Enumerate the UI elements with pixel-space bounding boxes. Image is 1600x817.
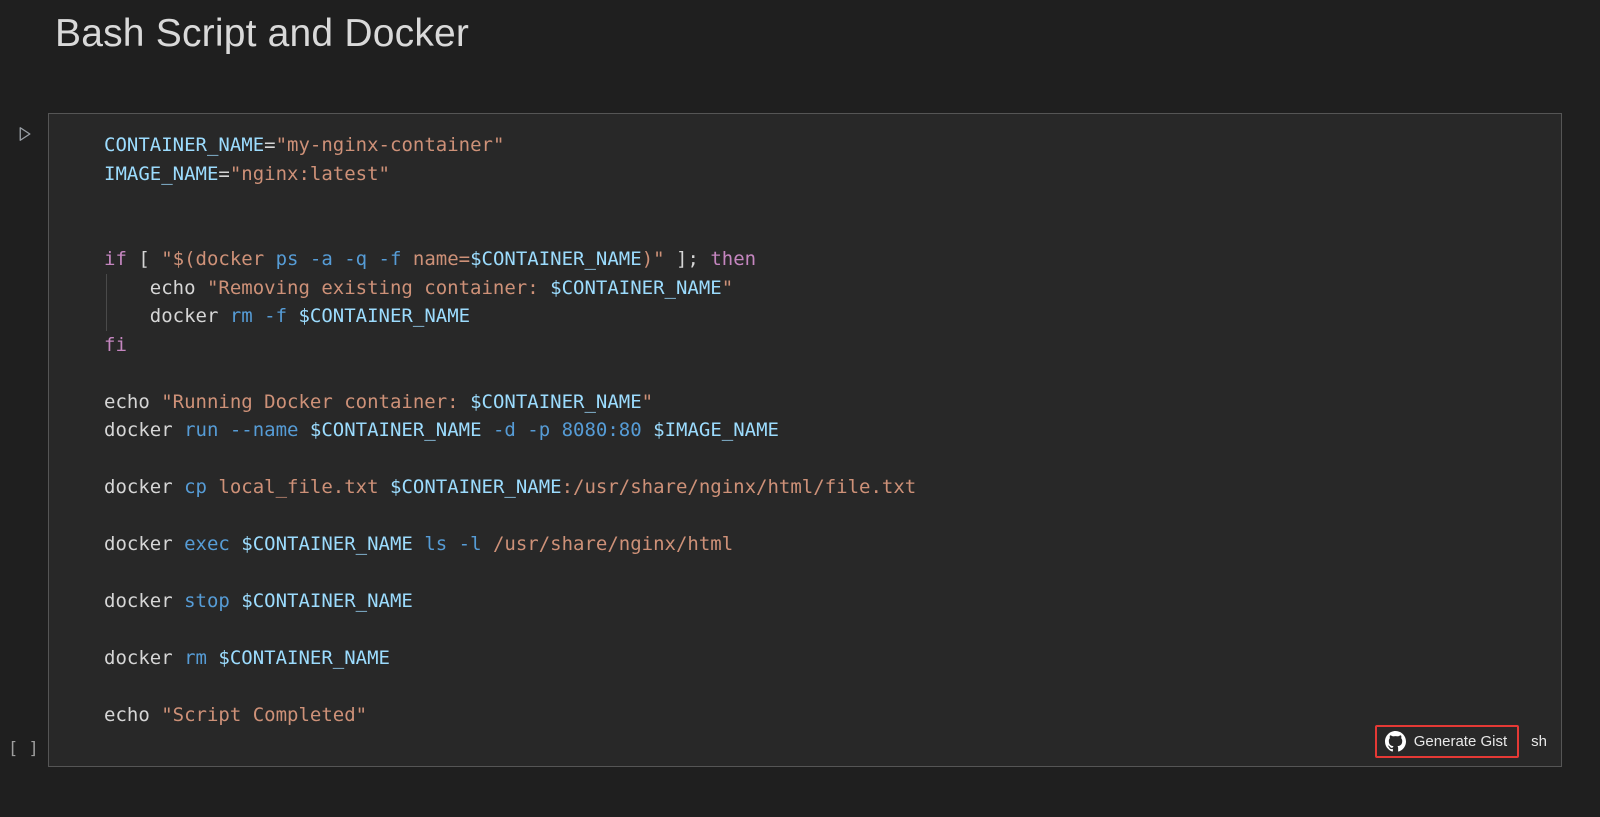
run-icon: [19, 127, 31, 141]
code-line: docker exec $CONTAINER_NAME ls -l /usr/s…: [104, 533, 734, 555]
code-line: echo "Removing existing container: $CONT…: [104, 276, 734, 299]
code-line: [104, 445, 1541, 474]
code-line: [104, 217, 1541, 246]
code-line: docker run --name $CONTAINER_NAME -d -p …: [104, 419, 779, 441]
code-line: docker stop $CONTAINER_NAME: [104, 590, 413, 612]
code-line: [104, 359, 1541, 388]
code-line: [104, 559, 1541, 588]
code-editor[interactable]: CONTAINER_NAME="my-nginx-container" IMAGE…: [49, 114, 1561, 726]
code-line: CONTAINER_NAME="my-nginx-container": [104, 134, 505, 156]
cell-footer: Generate Gist sh: [1374, 725, 1547, 758]
code-line: echo "Running Docker container: $CONTAIN…: [104, 390, 654, 413]
indent-guide: [106, 274, 107, 331]
code-cell: CONTAINER_NAME="my-nginx-container" IMAGE…: [48, 113, 1562, 767]
code-line: if [ "$(docker ps -a -q -f name=$CONTAIN…: [104, 248, 757, 270]
code-line: echo "Script Completed": [104, 704, 368, 726]
code-line: [104, 502, 1541, 531]
code-line: [104, 188, 1541, 217]
code-line: [104, 673, 1541, 702]
code-line: docker cp local_file.txt $CONTAINER_NAME…: [104, 476, 917, 498]
gist-button-label: Generate Gist: [1413, 733, 1508, 750]
language-label: sh: [1531, 733, 1547, 750]
github-icon: [1384, 731, 1406, 752]
code-line: docker rm -f $CONTAINER_NAME: [104, 305, 471, 327]
code-line: docker rm $CONTAINER_NAME: [104, 647, 390, 669]
code-line: IMAGE_NAME="nginx:latest": [104, 162, 390, 185]
run-button[interactable]: [12, 122, 36, 146]
page-title: Bash Script and Docker: [55, 12, 470, 55]
generate-gist-button[interactable]: Generate Gist: [1374, 725, 1520, 758]
code-line: fi: [104, 333, 127, 356]
code-line: [104, 616, 1541, 645]
execution-brackets-label: [ ]: [8, 739, 39, 759]
